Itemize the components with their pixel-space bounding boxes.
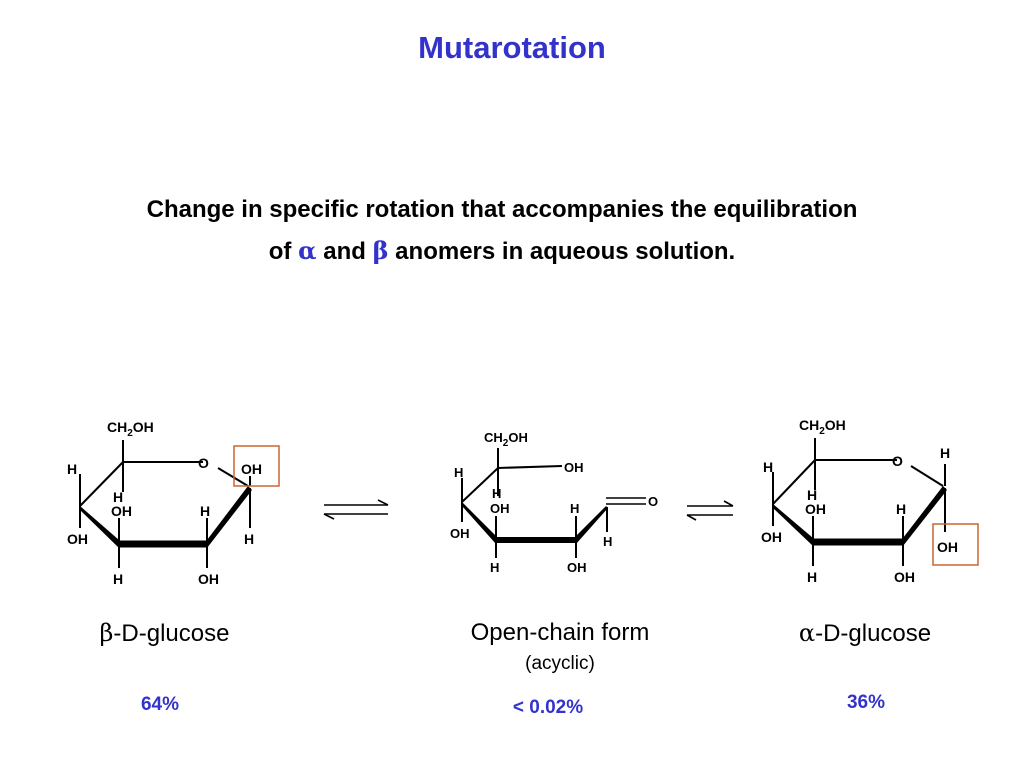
atom-label: H (67, 461, 77, 477)
atom-label: H (244, 531, 254, 547)
atom-label: H (763, 459, 773, 475)
atom-label: CH2OH (484, 430, 528, 449)
subtitle-line-2: of α and β anomers in aqueous solution. (0, 236, 1004, 266)
atom-label: O (198, 455, 209, 471)
wedge-bond (207, 486, 252, 548)
wedge-bond (576, 506, 608, 544)
atom-label: H (113, 489, 123, 505)
bond (772, 459, 816, 505)
label-text: -D-glucose (113, 620, 230, 647)
atom-label: H (807, 487, 817, 503)
atom-label: H (454, 465, 463, 480)
atom-label: H (603, 534, 612, 549)
beta-symbol: β (372, 236, 389, 265)
beta-glucose-label: β-D-glucose (62, 619, 267, 648)
bond (79, 461, 124, 507)
wedge-bond (462, 502, 496, 544)
atom-label: H (807, 569, 817, 585)
anomeric-oh-highlight-box (932, 523, 979, 566)
atom-label: OH (198, 571, 219, 587)
equilibrium-arrow-icon (686, 500, 734, 521)
beta-symbol: β (99, 619, 114, 647)
alpha-percent: 36% (846, 692, 886, 713)
atom-label: OH (805, 501, 826, 517)
label-text: -D-glucose (815, 620, 932, 647)
atom-label: O (892, 453, 903, 469)
alpha-symbol: α (298, 236, 317, 265)
atom-label: OH (490, 501, 510, 516)
atom-label: OH (111, 503, 132, 519)
atom-label: OH (761, 529, 782, 545)
atom-label: CH2OH (799, 417, 846, 437)
bond (910, 465, 944, 487)
open-chain-percent: < 0.02% (512, 697, 584, 718)
subtitle-text: of (268, 238, 299, 265)
alpha-symbol: α (798, 619, 816, 647)
atom-label: H (896, 501, 906, 517)
subtitle-line-1: Change in specific rotation that accompa… (146, 196, 858, 223)
bond (461, 467, 499, 503)
wedge-bond (903, 486, 947, 546)
atom-label: OH (567, 560, 587, 575)
open-chain-label: Open-chain form (470, 619, 650, 646)
atom-label: H (940, 445, 950, 461)
equilibrium-arrow-icon (323, 499, 389, 520)
subtitle-text: and (316, 238, 373, 265)
atom-label: H (570, 501, 579, 516)
atom-label: OH (241, 461, 262, 477)
open-chain-sublabel: (acyclic) (525, 653, 595, 674)
atom-label: H (200, 503, 210, 519)
slide-title: Mutarotation (418, 30, 606, 65)
anomeric-oh-highlight-box (233, 445, 280, 487)
atom-label: OH (67, 531, 88, 547)
atom-label: H (490, 560, 499, 575)
atom-label: OH (450, 526, 470, 541)
subtitle-text: anomers in aqueous solution. (388, 238, 736, 265)
alpha-glucose-label: α-D-glucose (760, 619, 970, 648)
atom-label: OH (937, 539, 958, 555)
atom-label: H (113, 571, 123, 587)
atom-label: O (648, 494, 658, 509)
bond (497, 465, 563, 469)
atom-label: OH (894, 569, 915, 585)
open-chain-structure: CH2OH OH H OH H OH H OH H O H (450, 430, 658, 575)
beta-glucose-structure: CH2OH O OH H H OH H OH H OH H (67, 419, 280, 587)
wedge-bond (773, 504, 813, 546)
beta-percent: 64% (140, 694, 180, 715)
bond (217, 467, 249, 487)
atom-label: H (492, 486, 501, 501)
atom-label: CH2OH (107, 419, 154, 439)
alpha-glucose-structure: CH2OH O H OH H OH H OH H OH H (761, 417, 979, 585)
atom-label: OH (564, 460, 584, 475)
wedge-bond (80, 506, 119, 548)
